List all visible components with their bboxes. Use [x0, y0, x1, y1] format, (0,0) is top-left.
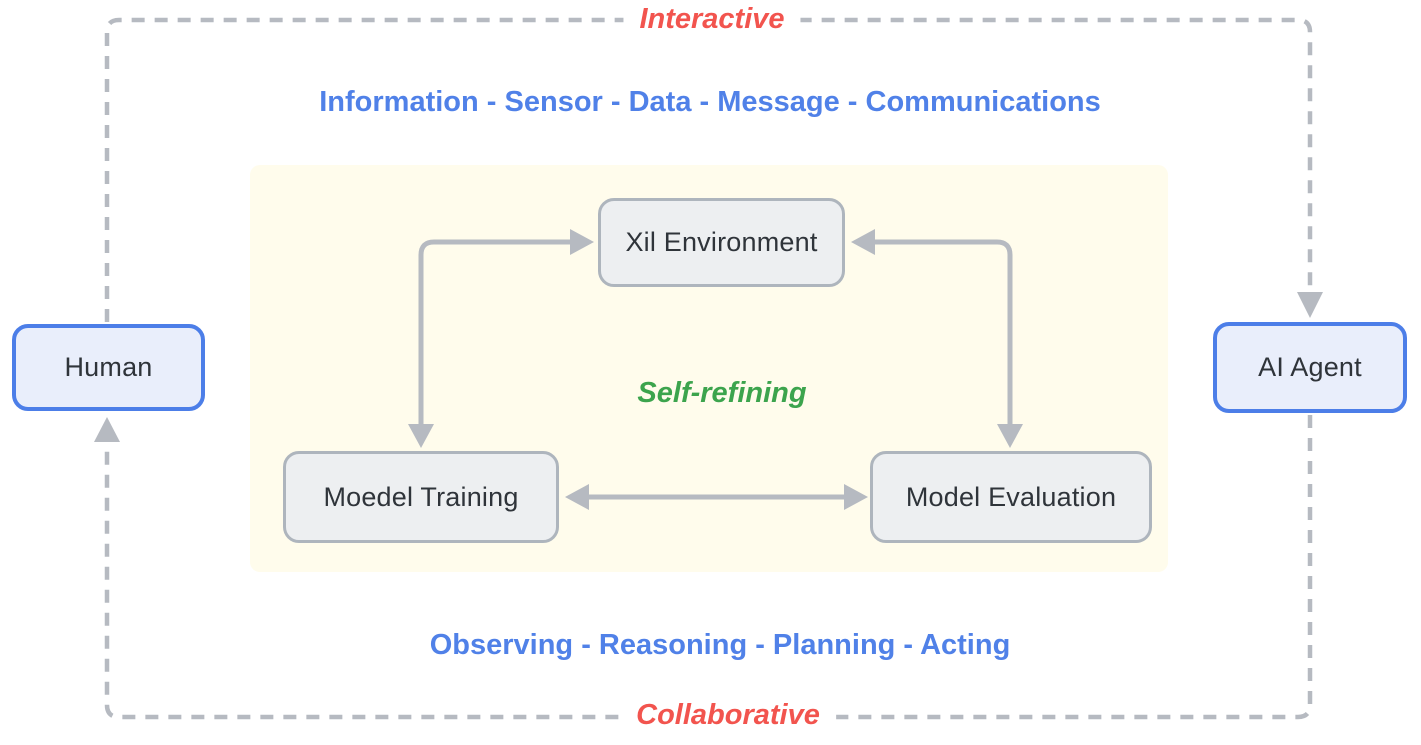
node-human-label: Human	[64, 352, 153, 382]
node-xil-environment-label: Xil Environment	[625, 227, 818, 257]
node-model-training-label: Moedel Training	[323, 481, 519, 512]
arrowhead-into-training-side-icon	[565, 484, 589, 510]
edge-xil-training	[418, 239, 570, 425]
node-xil-environment: Xil Environment	[598, 198, 845, 287]
caption-agent-to-human: Observing - Reasoning - Planning - Actin…	[429, 629, 1011, 661]
loop-label-collaborative: Collaborative	[620, 699, 836, 732]
node-ai-agent-label: AI Agent	[1258, 352, 1362, 382]
caption-human-to-agent: Information - Sensor - Data - Message - …	[319, 86, 1101, 118]
arrowhead-into-evaluation-side-icon	[844, 484, 868, 510]
node-model-training: Moedel Training	[283, 451, 559, 543]
arrowhead-into-human-icon	[94, 417, 120, 442]
node-model-evaluation-label: Model Evaluation	[905, 481, 1117, 512]
edge-xil-evaluation	[875, 239, 1013, 425]
loop-label-interactive: Interactive	[623, 3, 801, 36]
arrowhead-into-ai-agent-icon	[1297, 292, 1323, 318]
node-model-evaluation: Model Evaluation	[870, 451, 1152, 543]
node-human: Human	[12, 324, 205, 411]
arrowhead-into-evaluation-icon	[997, 424, 1023, 448]
arrowhead-into-xil-right-icon	[851, 229, 875, 255]
arrowhead-into-xil-left-icon	[570, 229, 594, 255]
label-self-refining: Self-refining	[637, 377, 807, 409]
arrowhead-into-training-icon	[408, 424, 434, 448]
node-ai-agent: AI Agent	[1213, 322, 1407, 413]
